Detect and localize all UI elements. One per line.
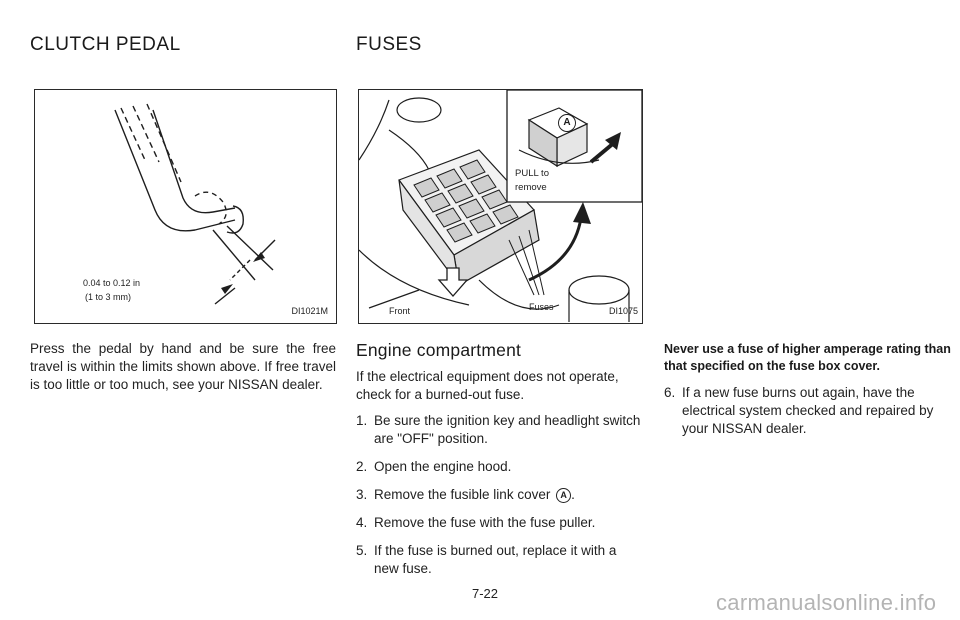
page-number: 7-22: [472, 586, 499, 601]
clutch-pedal-paragraph: Press the pedal by hand and be sure the …: [30, 341, 336, 392]
step-number: 1.: [356, 413, 368, 428]
clutch-pedal-heading: CLUTCH PEDAL: [30, 34, 181, 55]
step-number: 6.: [664, 385, 676, 400]
step-number: 4.: [356, 515, 368, 530]
step-number: 5.: [356, 543, 368, 558]
remove-label: remove: [515, 182, 547, 193]
fuse-steps-list: 1. Be sure the ignition key and headligh…: [356, 412, 644, 588]
watermark: carmanualsonline.info: [716, 590, 937, 615]
engine-compartment-title: Engine compartment: [356, 340, 522, 360]
step-text-with-marker: Remove the fusible link cover A.: [374, 486, 575, 504]
fuses-heading: FUSES: [356, 34, 422, 55]
step-text: If the fuse is burned out, replace it wi…: [374, 543, 617, 576]
clutch-measurement-mm: (1 to 3 mm): [85, 292, 132, 302]
fuse-box-figure: A PULL to remove Front Fuses DI1075: [358, 89, 643, 324]
step-item: 4. Remove the fuse with the fuse puller.: [356, 514, 644, 532]
step-text: Open the engine hood.: [374, 459, 512, 474]
step-number: 2.: [356, 459, 368, 474]
engine-compartment-illustration: [359, 90, 642, 322]
step-suffix: .: [571, 487, 575, 502]
step-number: 3.: [356, 487, 368, 502]
front-label: Front: [389, 306, 411, 316]
fuse-amperage-warning: Never use a fuse of higher amperage rati…: [664, 342, 951, 373]
fuses-label: Fuses: [529, 302, 554, 312]
step-item: 1. Be sure the ignition key and headligh…: [356, 412, 644, 448]
inset-marker-a: A: [558, 114, 576, 132]
clutch-pedal-figure: 0.04 to 0.12 in (1 to 3 mm) DI1021M: [34, 89, 337, 324]
clutch-figure-code: DI1021M: [291, 306, 328, 316]
step-item: 2. Open the engine hood.: [356, 458, 644, 476]
clutch-pedal-illustration: [114, 103, 276, 305]
step-text: Remove the fusible link cover: [374, 487, 551, 502]
pull-to-label: PULL to: [515, 168, 549, 179]
step-text: Remove the fuse with the fuse puller.: [374, 515, 596, 530]
step-item: 6. If a new fuse burns out again, have t…: [664, 384, 954, 438]
step-text: Be sure the ignition key and headlight s…: [374, 413, 641, 446]
cover-marker-a: A: [556, 488, 572, 503]
fuse-figure-code: DI1075: [608, 306, 638, 316]
step-text: If a new fuse burns out again, have the …: [682, 385, 934, 436]
clutch-measurement-inches: 0.04 to 0.12 in: [83, 278, 141, 288]
step-item: 3. Remove the fusible link cover A.: [356, 486, 644, 504]
step-item: 5. If the fuse is burned out, replace it…: [356, 542, 644, 578]
engine-compartment-intro: If the electrical equipment does not ope…: [356, 369, 619, 402]
